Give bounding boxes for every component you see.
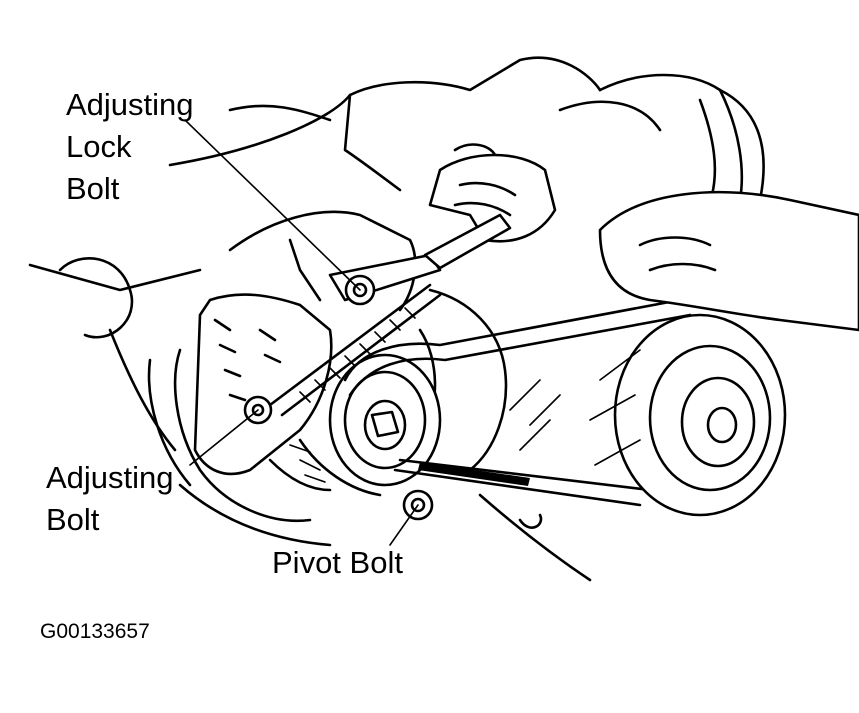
compressor-pulley xyxy=(509,313,787,517)
figure-id: G00133657 xyxy=(40,620,150,643)
label-line: Bolt xyxy=(46,502,100,537)
hands-with-wrench xyxy=(423,100,859,332)
leader-lines xyxy=(184,119,419,546)
adjusting-bolt-label: Adjusting Bolt xyxy=(46,457,174,541)
label-line: Adjusting xyxy=(66,87,194,122)
adjusting-lock-bolt-leader xyxy=(184,119,361,291)
drive-belt xyxy=(343,298,692,507)
adjusting-bolt-leader xyxy=(189,409,259,466)
pivot-bolt-leader xyxy=(389,504,419,546)
alternator-pulley xyxy=(328,353,442,487)
adjusting-lock-bolt-label: Adjusting Lock Bolt xyxy=(66,84,194,210)
pivot-bolt-label: Pivot Bolt xyxy=(272,545,403,580)
engine-background xyxy=(28,56,765,582)
alternator xyxy=(147,210,508,523)
label-line: Adjusting xyxy=(46,460,174,495)
label-line: Bolt xyxy=(66,171,120,206)
label-line: Lock xyxy=(66,129,132,164)
